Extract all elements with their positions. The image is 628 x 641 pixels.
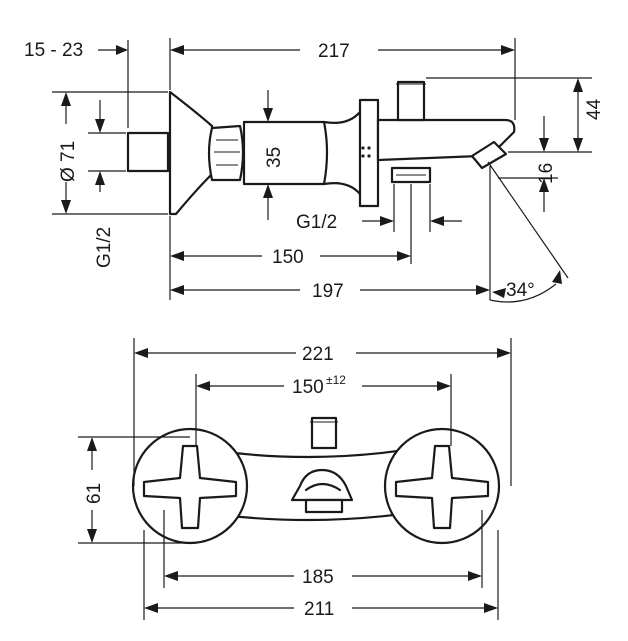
front-view-part bbox=[131, 416, 501, 545]
inlet-stub bbox=[126, 131, 170, 173]
dim-wall-offset: 15 - 23 bbox=[24, 40, 129, 128]
right-cross-handle bbox=[394, 444, 490, 530]
side-view: 15 - 23 217 44 bbox=[24, 38, 605, 303]
dim-inlet-thread: G1/2 bbox=[88, 100, 126, 268]
diverter-knob bbox=[396, 80, 426, 122]
label-rosette-width: 211 bbox=[304, 599, 334, 620]
dim-flange-diameter: Ø 71 bbox=[52, 91, 168, 215]
spout-neck bbox=[322, 110, 362, 124]
label-spout-reach: 197 bbox=[312, 281, 344, 302]
dim-rosette-width: 211 bbox=[143, 530, 499, 620]
label-center-distance: 150 bbox=[292, 377, 324, 398]
front-spout-outlet bbox=[304, 498, 344, 514]
front-view: 221 150 ±12 61 bbox=[78, 338, 512, 620]
dim-spout-drop: 16 bbox=[498, 116, 558, 212]
label-spout-drop: 16 bbox=[536, 163, 557, 184]
dim-diverter-height: 44 bbox=[426, 77, 605, 153]
spray-outlet bbox=[470, 140, 508, 170]
dim-overall-width: 221 bbox=[133, 338, 512, 486]
side-view-part bbox=[126, 80, 516, 216]
label-outlet-thread: G1/2 bbox=[296, 212, 337, 233]
dim-body-width: 185 bbox=[163, 510, 483, 588]
dim-center-distance: 150 ±12 bbox=[195, 373, 452, 446]
label-total-depth: 217 bbox=[318, 41, 350, 62]
dim-outlet-thread: G1/2 bbox=[296, 184, 462, 233]
label-body-width: 185 bbox=[302, 567, 334, 588]
label-outlet-distance: 150 bbox=[272, 247, 304, 268]
dim-spray-angle: 34° bbox=[487, 161, 569, 303]
label-spray-angle: 34° bbox=[506, 280, 535, 301]
dim-total-depth: 217 bbox=[169, 38, 516, 120]
hex-nut bbox=[207, 124, 245, 182]
label-diverter-height: 44 bbox=[584, 98, 605, 120]
label-handle-height: 61 bbox=[84, 483, 105, 504]
wall-flange bbox=[168, 90, 214, 216]
label-wall-offset: 15 - 23 bbox=[24, 40, 83, 61]
dim-handle-height: 61 bbox=[78, 436, 190, 544]
label-overall-width: 221 bbox=[302, 344, 334, 365]
label-body-height: 35 bbox=[264, 147, 285, 168]
dim-spout-reach: 197 bbox=[170, 166, 491, 302]
label-flange-diameter: Ø 71 bbox=[58, 141, 79, 182]
left-cross-handle bbox=[142, 444, 238, 530]
label-center-tolerance: ±12 bbox=[326, 373, 346, 387]
label-inlet-thread: G1/2 bbox=[94, 227, 115, 268]
mixer-body bbox=[242, 120, 329, 186]
dim-body-height: 35 bbox=[262, 90, 285, 220]
dim-outlet-distance: 150 bbox=[169, 184, 412, 300]
spout-column bbox=[358, 98, 380, 208]
front-diverter-knob bbox=[310, 416, 338, 450]
